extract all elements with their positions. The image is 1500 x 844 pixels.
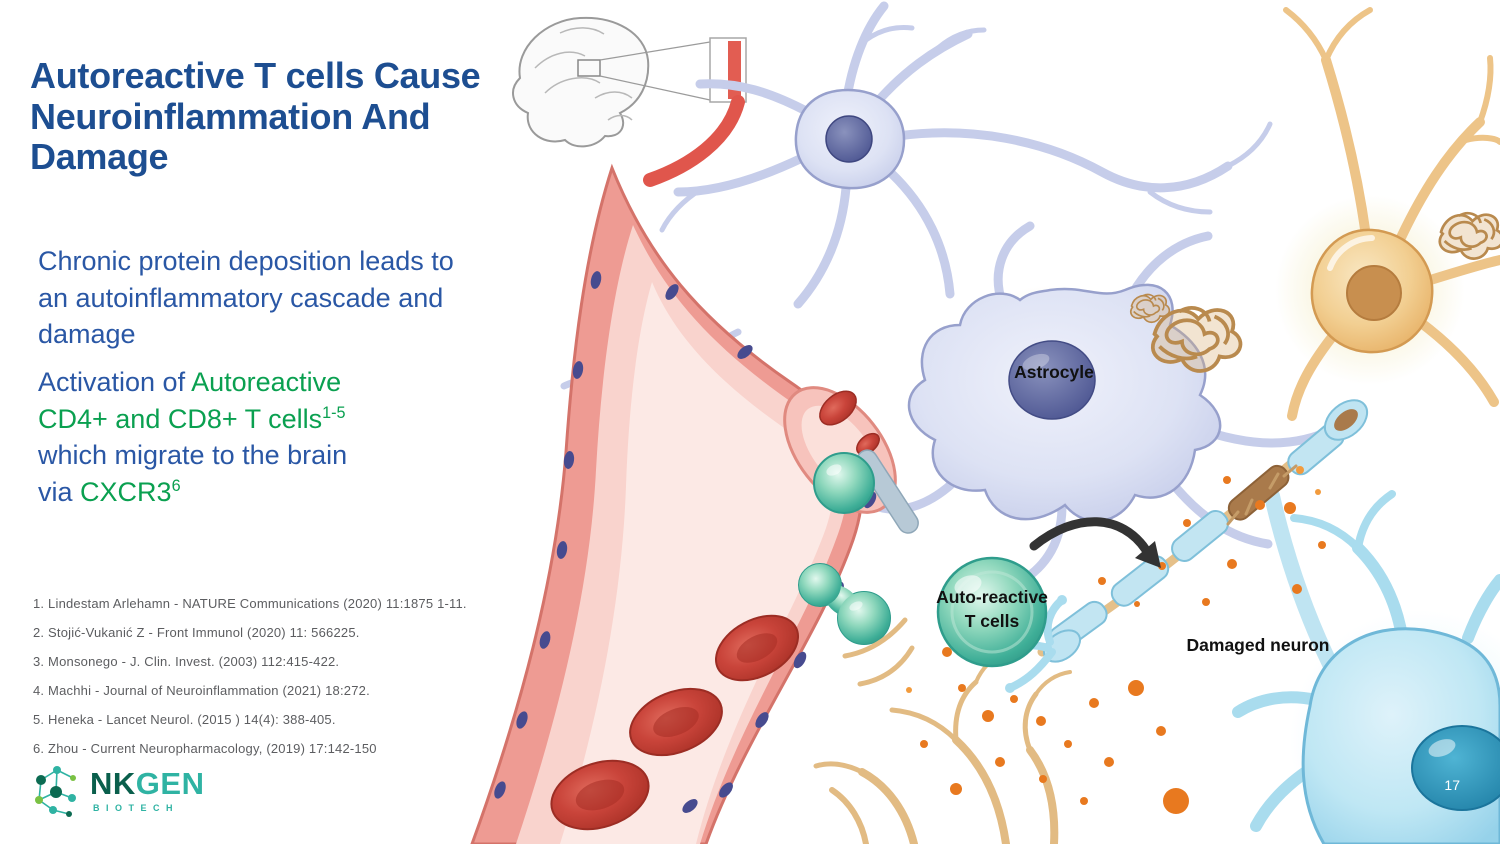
t-cell-extravasating <box>798 563 891 645</box>
migration-arrow <box>1029 517 1161 568</box>
autoreactive-t-cell <box>936 556 1048 668</box>
orange-neuron-shine <box>1327 235 1375 271</box>
neuron-lavender-top <box>659 1 1273 309</box>
brain-folds <box>534 27 633 121</box>
brain-inset-illustration <box>512 16 747 187</box>
axon-connector <box>1264 488 1338 672</box>
damaged-neuron-illustration <box>987 399 1500 844</box>
vessel-lumen <box>560 282 833 844</box>
tcell-label-line2: T cells <box>965 611 1020 631</box>
orange-neuron-nucleus <box>1346 265 1402 321</box>
astrocyte-label: Astrocyle <box>1014 362 1094 382</box>
orange-particles <box>906 466 1326 814</box>
tcell-label-line1: Auto-reactive <box>936 587 1048 607</box>
vessel-connector <box>643 95 745 187</box>
neuron-top-dendrites <box>659 1 1273 309</box>
orange-neuron-dendrites <box>1283 7 1500 421</box>
myelin-segments <box>1048 399 1369 652</box>
callout-lines <box>599 41 711 101</box>
neuron-orange <box>1275 7 1500 421</box>
blood-vessel-illustration <box>470 163 919 844</box>
red-blood-cells <box>550 390 880 831</box>
tan-dendrites-bottom <box>813 617 1072 844</box>
brain-sample-box <box>577 59 601 77</box>
astrocyte-highlight <box>1022 353 1050 371</box>
nucleus-highlight <box>1428 739 1456 757</box>
t-cell-in-vessel <box>813 452 875 514</box>
astrocyte-nucleus <box>1008 340 1096 420</box>
damaged-neuron-label: Damaged neuron <box>1187 635 1330 655</box>
damaged-myelin-segment <box>1226 464 1298 526</box>
neuron-top-nucleus <box>825 115 873 163</box>
brain-outline <box>512 16 650 148</box>
damaged-neuron-nucleus <box>1411 725 1500 811</box>
